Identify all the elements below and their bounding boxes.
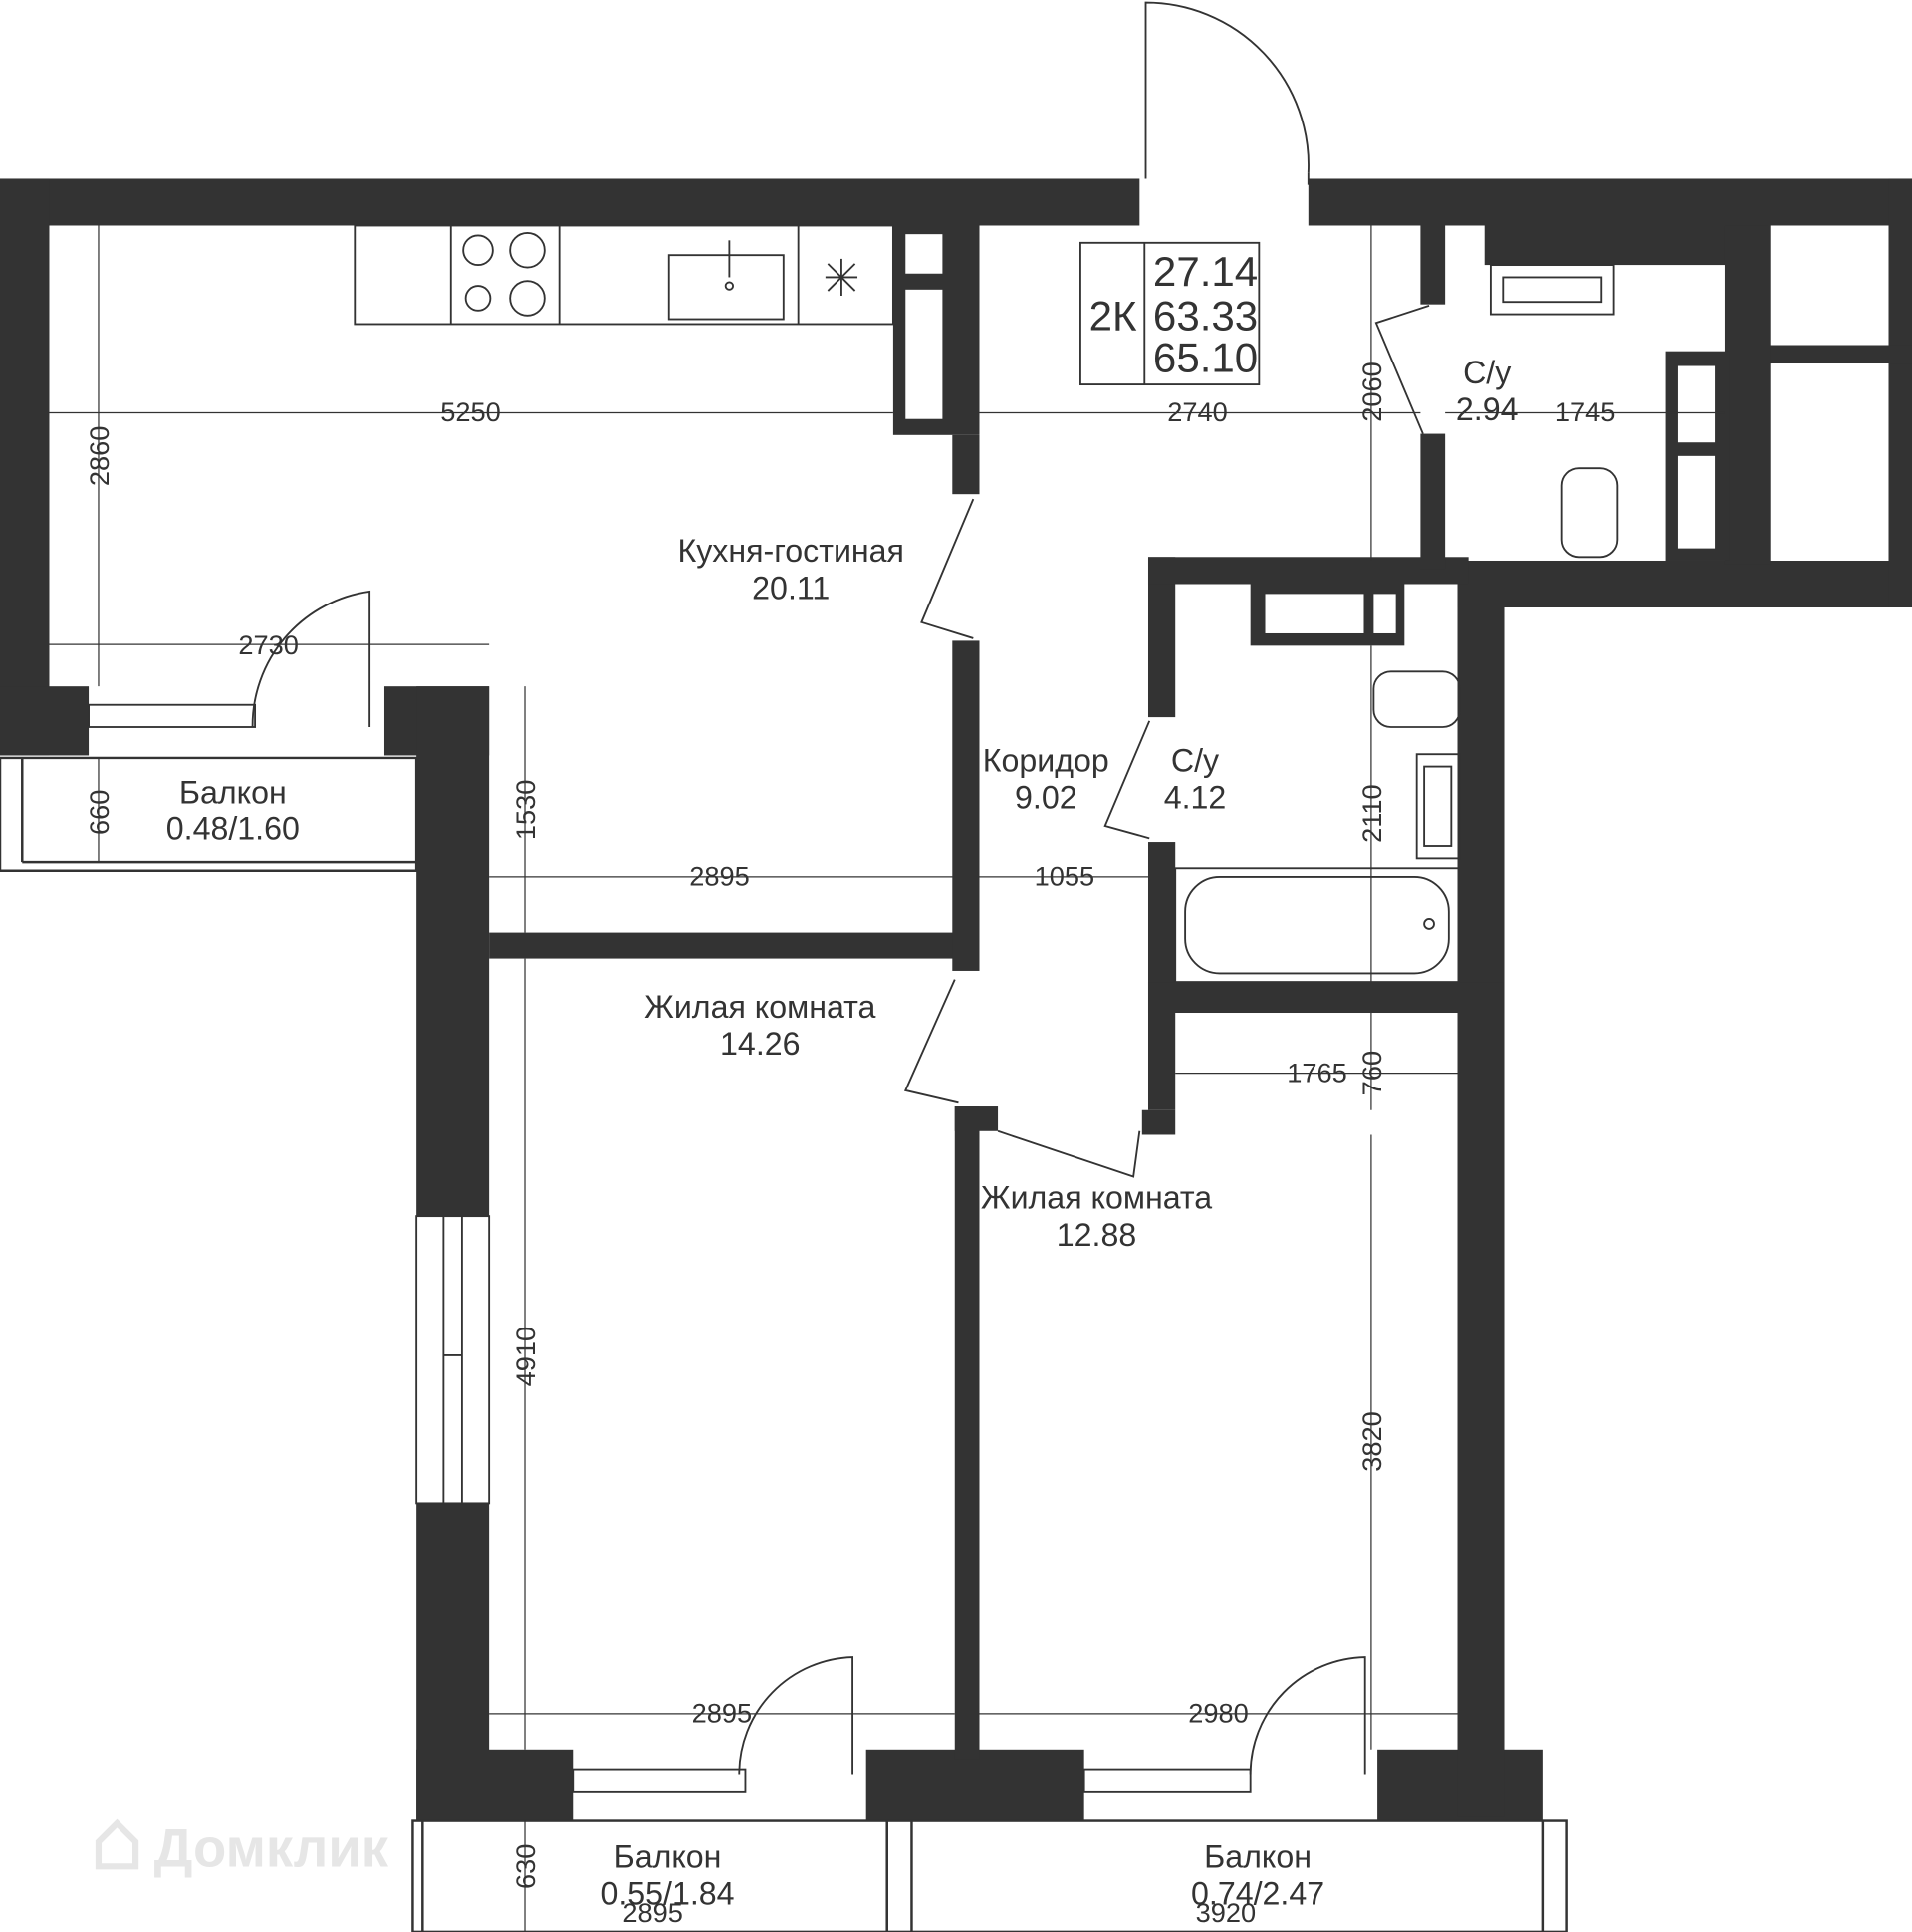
dim-label: 3920 xyxy=(1196,1897,1257,1928)
fridge-icon xyxy=(825,258,858,297)
dim-label: 630 xyxy=(510,1844,541,1889)
wc2-sink xyxy=(1415,753,1461,860)
dim-label: 2110 xyxy=(1356,784,1387,842)
dim-label: 660 xyxy=(84,790,115,835)
dim-label: 760 xyxy=(1356,1051,1387,1095)
doors xyxy=(251,1,1430,1775)
room-area: 14.26 xyxy=(720,1026,800,1062)
dim-label: 3820 xyxy=(1356,1411,1387,1472)
kitchen-counter xyxy=(354,224,894,326)
room-area: 4.12 xyxy=(1164,780,1227,816)
info-box: 2К 27.14 63.33 65.10 xyxy=(1079,241,1261,386)
dimension-labels: 5250 2860 2730 2740 2060 1745 660 1530 2… xyxy=(84,362,1616,1928)
living-area: 27.14 xyxy=(1153,248,1258,295)
room-name: Кухня-гостиная xyxy=(677,533,903,569)
dim-label: 2980 xyxy=(1188,1698,1249,1729)
kitchen-sink xyxy=(667,254,785,321)
room-name: С/у xyxy=(1171,743,1220,779)
room-name: Балкон xyxy=(179,775,287,811)
room-area: 9.02 xyxy=(1015,780,1077,816)
room-area: 12.88 xyxy=(1057,1217,1136,1253)
dim-label: 4910 xyxy=(510,1327,541,1387)
dim-label: 2730 xyxy=(238,629,299,660)
dim-label: 1765 xyxy=(1287,1057,1347,1087)
room-area: 0.48/1.60 xyxy=(166,811,300,846)
room-name: С/у xyxy=(1463,355,1512,390)
cutouts xyxy=(98,225,1889,1790)
room-name: Балкон xyxy=(1204,1839,1312,1875)
dimension-lines xyxy=(49,225,1725,1932)
watermark: Домклик xyxy=(95,1817,389,1878)
dim-label: 2895 xyxy=(622,1897,683,1928)
room-name: Балкон xyxy=(614,1839,722,1875)
room-name: Коридор xyxy=(983,743,1109,779)
dim-label: 2895 xyxy=(689,861,750,892)
room-area: 2.94 xyxy=(1456,391,1519,427)
dim-label: 2740 xyxy=(1167,396,1228,427)
walls xyxy=(0,178,1912,1821)
dim-label: 1745 xyxy=(1555,396,1616,427)
stove-burner xyxy=(509,231,546,269)
room-area: 0.74/2.47 xyxy=(1191,1876,1324,1912)
bathroom-fixtures xyxy=(1174,264,1619,984)
room-area: 0.55/1.84 xyxy=(600,1876,734,1912)
total-area: 63.33 xyxy=(1153,293,1258,340)
dim-label: 2895 xyxy=(692,1698,753,1729)
total-area-with-balconies: 65.10 xyxy=(1153,335,1258,381)
wc2-toilet xyxy=(1372,670,1461,728)
dim-label: 2060 xyxy=(1356,362,1387,422)
room-labels: Кухня-гостиная 20.11 Коридор 9.02 С/у 2.… xyxy=(166,355,1519,1912)
room-name: Жилая комната xyxy=(644,989,875,1025)
dim-label: 2860 xyxy=(84,426,115,487)
bathtub xyxy=(1174,867,1460,984)
dim-label: 5250 xyxy=(440,396,501,427)
windows xyxy=(88,703,1252,1793)
watermark-text: Домклик xyxy=(154,1817,389,1878)
watermark-house-icon xyxy=(95,1818,139,1870)
wc1-toilet xyxy=(1560,467,1619,559)
stove-burner xyxy=(462,234,494,267)
stove-burner xyxy=(509,280,546,317)
stove-burner xyxy=(464,285,492,312)
room-name: Жилая комната xyxy=(981,1180,1212,1216)
room-area: 20.11 xyxy=(752,570,830,605)
wc1-sink xyxy=(1489,264,1615,316)
apartment-type: 2К xyxy=(1089,293,1137,340)
dim-label: 1530 xyxy=(510,780,541,841)
dim-label: 1055 xyxy=(1035,861,1095,892)
